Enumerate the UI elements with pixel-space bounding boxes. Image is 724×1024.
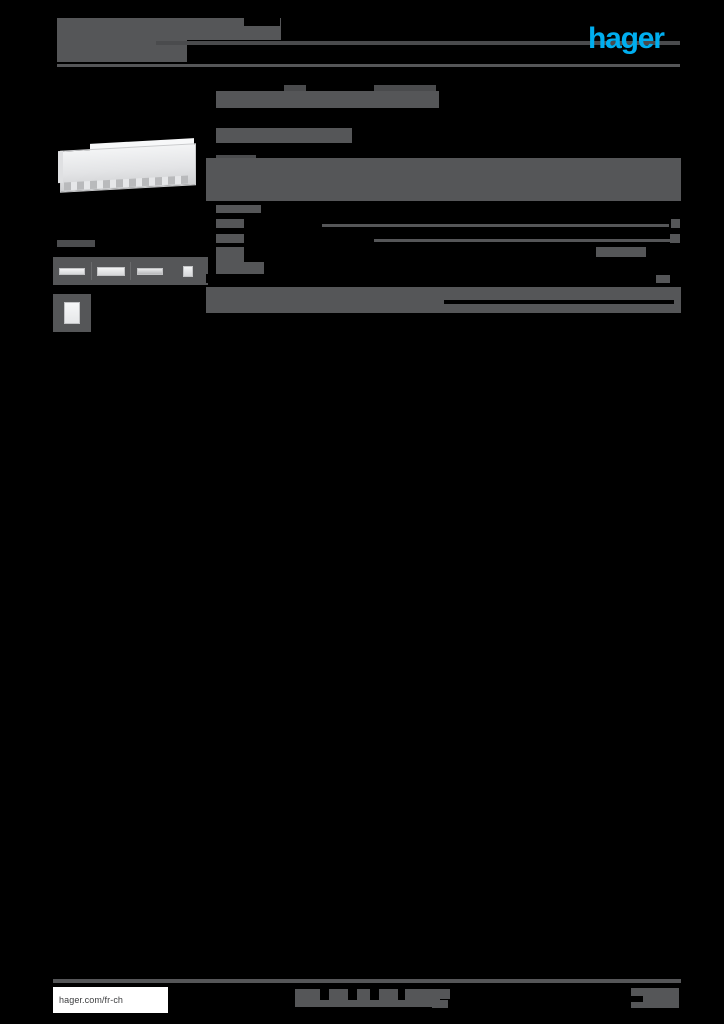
specifications-table: [206, 205, 681, 315]
thumbnail-packaging-view[interactable]: [53, 299, 91, 327]
thumbnail-separator: [91, 262, 92, 280]
table-row: [206, 245, 681, 263]
footer-page-number-gap: [631, 996, 643, 1002]
thumbnail-image: [97, 266, 125, 276]
leader-line: [322, 224, 669, 227]
spec-upper-mask-2: [402, 231, 664, 236]
product-image-left-face: [58, 150, 63, 184]
thumbnail-image: [183, 265, 193, 277]
footer-divider: [53, 979, 681, 983]
footer-note-gap: [320, 989, 329, 1000]
hager-logo: hager: [588, 22, 680, 55]
spec-label: [216, 234, 244, 243]
spec-sub-mask: [206, 274, 681, 283]
page-title-line-1: [57, 18, 281, 40]
reference-mask-1: [284, 85, 306, 92]
footer-note-gap: [398, 989, 405, 1000]
table-row: [206, 215, 681, 233]
spec-value: [670, 234, 680, 243]
gallery-thumbnail-row[interactable]: [53, 257, 208, 285]
header-divider: [57, 64, 680, 67]
footer-page-number: [631, 988, 679, 1008]
gallery-label: [57, 240, 95, 247]
spec-upper-mask: [356, 215, 669, 220]
thumbnail-separator: [130, 262, 131, 280]
page-subtitle: [156, 41, 680, 45]
footer-url-chip[interactable]: hager.com/fr-ch: [53, 987, 168, 1013]
footer-url-text: hager.com/fr-ch: [59, 995, 124, 1005]
description-body: [206, 158, 681, 201]
footer-note-line-2: [295, 999, 440, 1007]
specifications-subcaption: [216, 262, 264, 274]
spec-label: [216, 219, 244, 228]
thumbnail-front-view[interactable]: [53, 257, 91, 285]
brand-name: hager: [588, 22, 665, 55]
footer-note-gap: [348, 989, 357, 1000]
footer-note-gap: [370, 989, 379, 1000]
product-image: [58, 137, 200, 199]
spec-label: [216, 247, 244, 263]
spec-mid-mask: [266, 247, 681, 261]
table-row: [206, 230, 681, 248]
title-spacer: [244, 18, 280, 26]
spec-mid-mask-2: [596, 247, 646, 257]
specifications-caption: [216, 205, 261, 213]
thumbnail-image: [64, 302, 80, 324]
page-title-line-2: [57, 40, 187, 62]
thumbnail-detail-view[interactable]: [169, 257, 207, 285]
leader-line: [374, 239, 674, 242]
spec-sub-value: [656, 275, 670, 283]
spec-band-upper: [206, 287, 681, 297]
product-reference: [216, 91, 439, 108]
spec-value: [671, 219, 680, 228]
spec-lower-leader-gap: [444, 300, 674, 304]
product-name: [216, 128, 352, 143]
gallery-thumbnail-row-2[interactable]: [53, 294, 91, 332]
footer-note-tail: [432, 1000, 448, 1008]
thumbnail-image: [137, 267, 163, 275]
thumbnail-side-view[interactable]: [131, 257, 169, 285]
thumbnail-image: [59, 267, 85, 275]
reference-mask-2: [374, 85, 436, 92]
thumbnail-angled-view[interactable]: [92, 257, 130, 285]
